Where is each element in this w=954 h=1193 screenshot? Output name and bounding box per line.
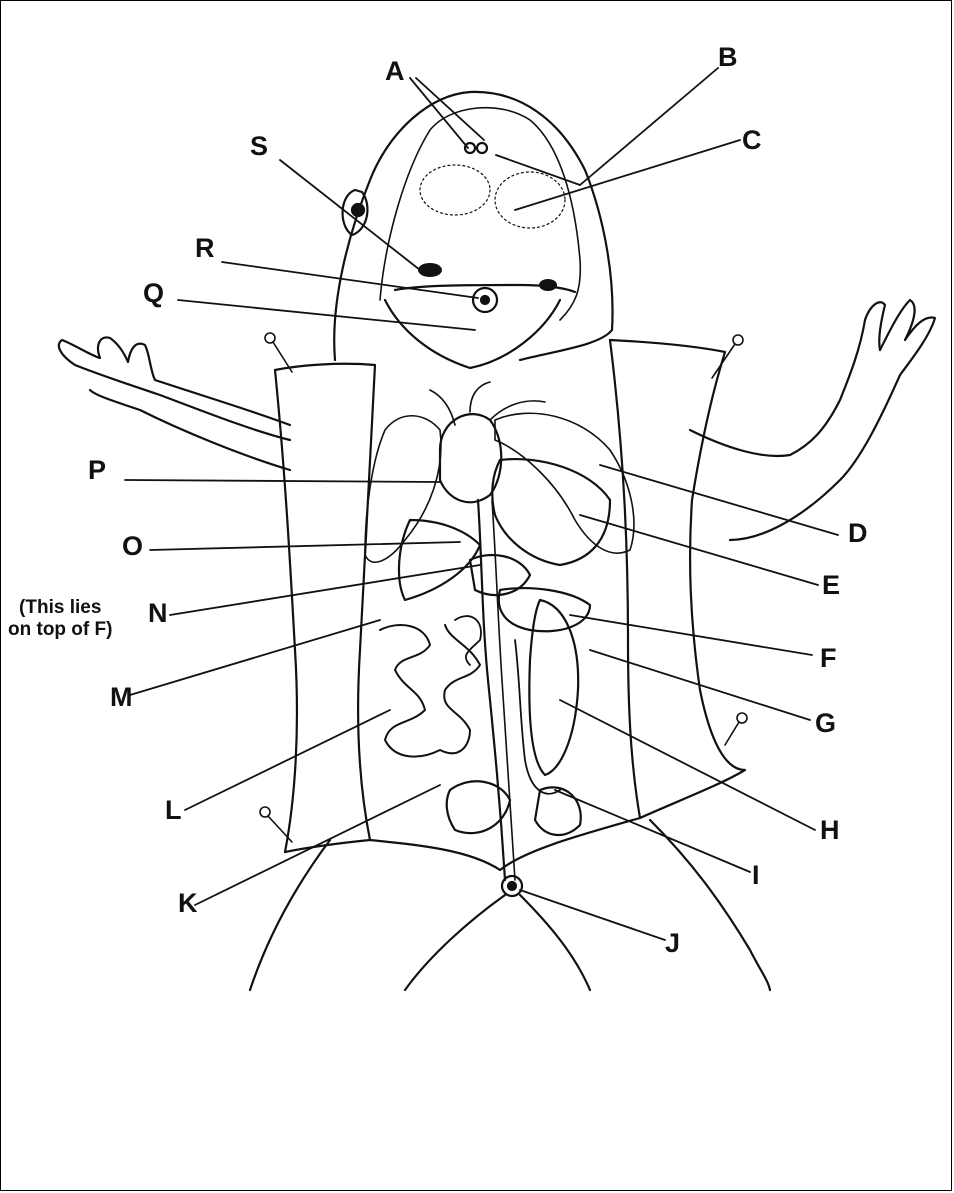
fat-body [499, 588, 590, 631]
label-p: P [88, 457, 106, 484]
optic-lobe-right [495, 172, 565, 228]
label-o: O [122, 533, 143, 560]
label-e: E [822, 572, 840, 599]
label-n: N [148, 600, 168, 627]
label-l: L [165, 797, 182, 824]
label-k: K [178, 890, 198, 917]
left-skin-flap [275, 364, 375, 852]
label-f: F [820, 645, 837, 672]
nostril-left [465, 143, 475, 153]
lung-right [495, 413, 634, 553]
abdominal-vein [478, 500, 505, 880]
label-c: C [742, 127, 762, 154]
label-i: I [752, 862, 760, 889]
label-j: J [665, 930, 680, 957]
label-s: S [250, 133, 268, 160]
pelvis [370, 818, 640, 870]
liver [492, 459, 610, 565]
nostril-right [477, 143, 487, 153]
optic-lobe-left [420, 165, 490, 215]
label-d: D [848, 520, 868, 547]
left-leg [250, 840, 505, 990]
label-a: A [385, 58, 405, 85]
left-arm-lower [90, 390, 290, 470]
annotation-note: (This lies on top of F) [8, 597, 112, 641]
bladder-right [535, 787, 581, 835]
label-g: G [815, 710, 836, 737]
label-r: R [195, 235, 215, 262]
eye-left-pupil [352, 204, 364, 216]
eustachian-right [539, 279, 557, 291]
leader-lines [125, 68, 838, 940]
eustachian-left [418, 263, 442, 277]
annotation-line-1: (This lies [8, 597, 112, 619]
right-leg [520, 820, 770, 990]
right-skin-flap [610, 340, 745, 818]
right-arm [690, 300, 935, 540]
label-q: Q [143, 280, 164, 307]
label-m: M [110, 684, 133, 711]
label-b: B [718, 44, 738, 71]
left-arm [59, 337, 290, 440]
label-h: H [820, 817, 840, 844]
small-intestine [380, 625, 480, 757]
annotation-line-2: on top of F) [8, 619, 112, 641]
